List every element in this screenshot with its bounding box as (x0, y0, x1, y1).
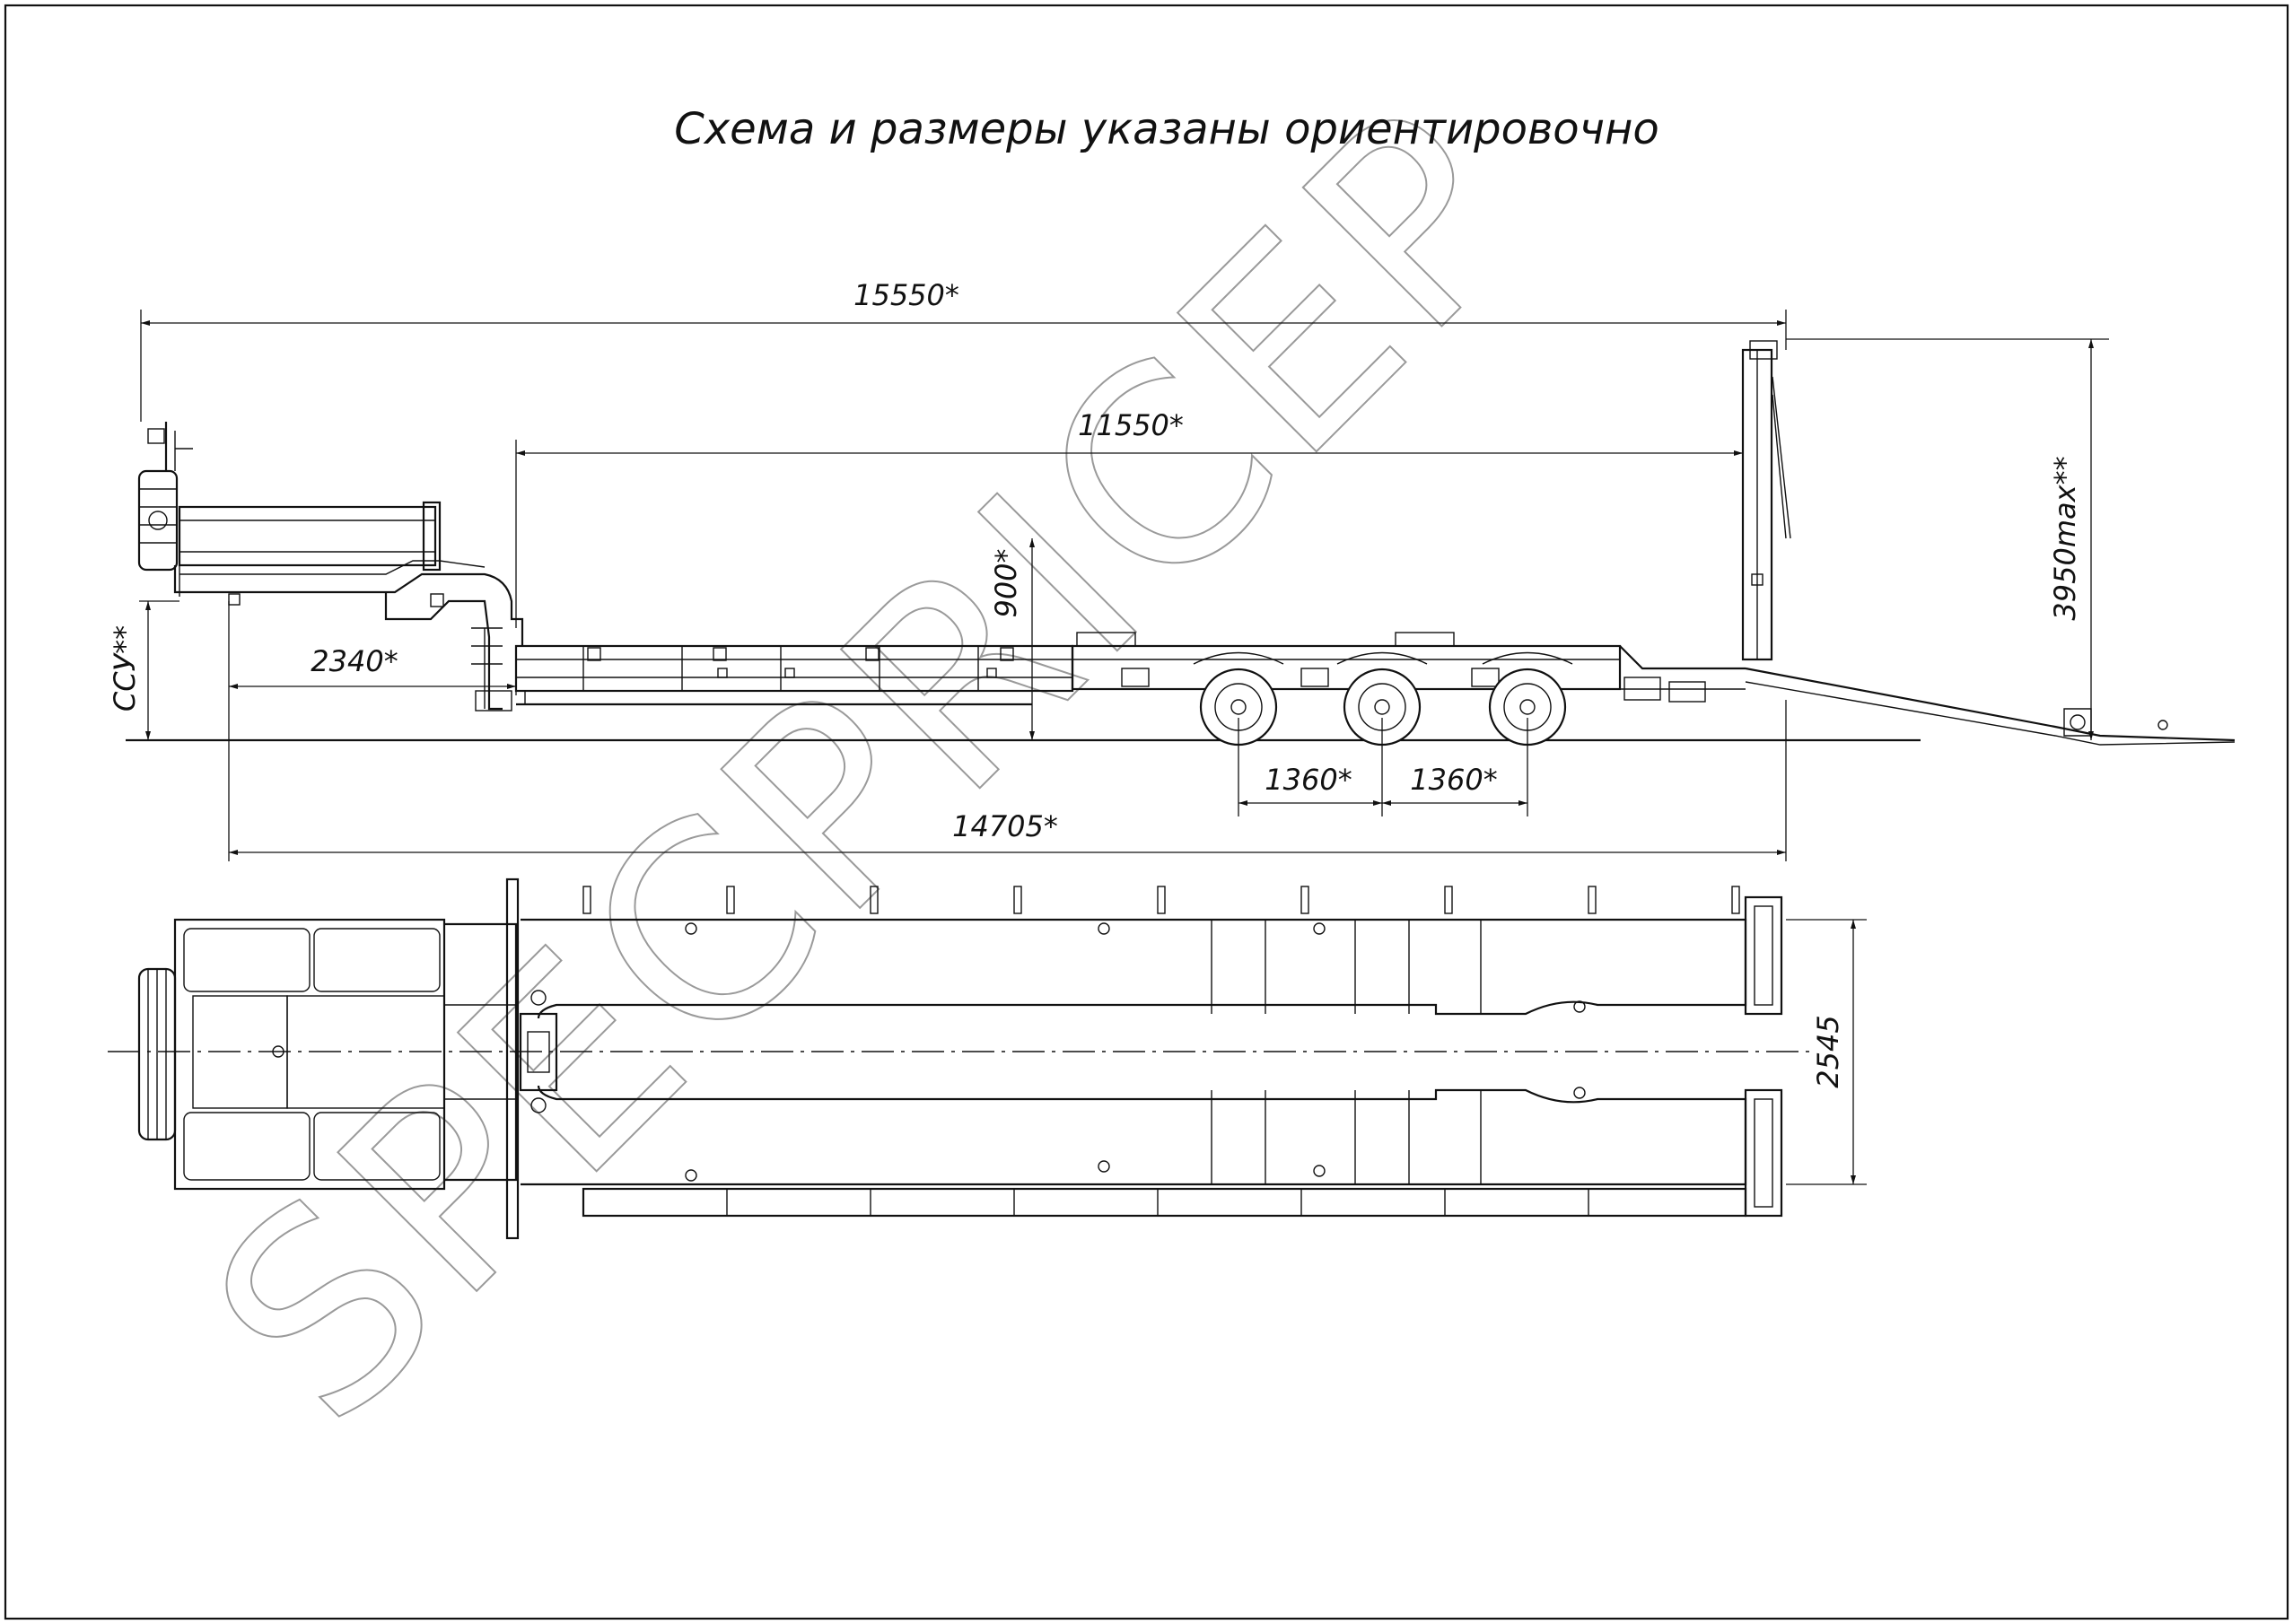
dim-overall-length: 15550* (140, 278, 1787, 422)
drawing-frame (4, 4, 2289, 1620)
dim-coupling-height: ССУ** (108, 600, 179, 740)
dim-kingpin-to-rear-label: 14705* (952, 809, 1058, 843)
dim-overall-width-label: 2545 (1811, 1015, 1845, 1087)
dim-axle-spacing-2-label: 1360* (1410, 763, 1497, 797)
dim-coupling-height-label: ССУ** (108, 625, 142, 712)
low-deck (514, 644, 1074, 706)
side-view: 15550* 11550* 2340* 900* ССУ** (108, 278, 2236, 861)
dim-platform-length-label: 11550* (1078, 408, 1184, 442)
side-rail-plan (582, 1187, 1747, 1218)
watermark: SPECPRICEP (155, 48, 1588, 1480)
spare-wheel (137, 422, 193, 597)
dim-overall-length-label: 15550* (853, 278, 959, 312)
wheel-axle-3 (1482, 651, 1573, 747)
dim-overall-width: 2545 (1786, 919, 1867, 1185)
drawing-title: Схема и размеры указаны ориентировочно (674, 104, 1659, 154)
deck-plan-left (521, 918, 1747, 1019)
dim-max-height: 3950max** (1786, 338, 2109, 740)
dim-max-height-label: 3950max** (2048, 456, 2082, 620)
dim-axle-spacing-1-label: 1360* (1265, 763, 1352, 797)
gooseneck-plan (173, 918, 518, 1191)
dim-deck-height: 900* (989, 538, 1077, 740)
stake-pockets (582, 886, 1740, 1182)
dim-deck-height-label: 900* (989, 548, 1023, 617)
rear-ramp-lowered (1745, 667, 2236, 746)
dim-axle-spacing: 1360* 1360* (1238, 718, 1528, 816)
dim-platform-length: 11550* (515, 408, 1744, 628)
rear-ramps-plan (1744, 895, 1783, 1218)
dim-kingpin-offset: 2340* (228, 601, 517, 861)
gooseneck (173, 501, 524, 712)
rear-ramp-raised (1741, 340, 1791, 661)
dim-kingpin-offset-label: 2340* (311, 644, 398, 678)
spare-wheel-plan (137, 967, 177, 1141)
deck-plan-right (521, 1085, 1747, 1186)
kingpin-plan (519, 990, 558, 1113)
dim-kingpin-to-rear: 14705* (229, 700, 1787, 861)
top-view: 2545 (108, 877, 1867, 1240)
